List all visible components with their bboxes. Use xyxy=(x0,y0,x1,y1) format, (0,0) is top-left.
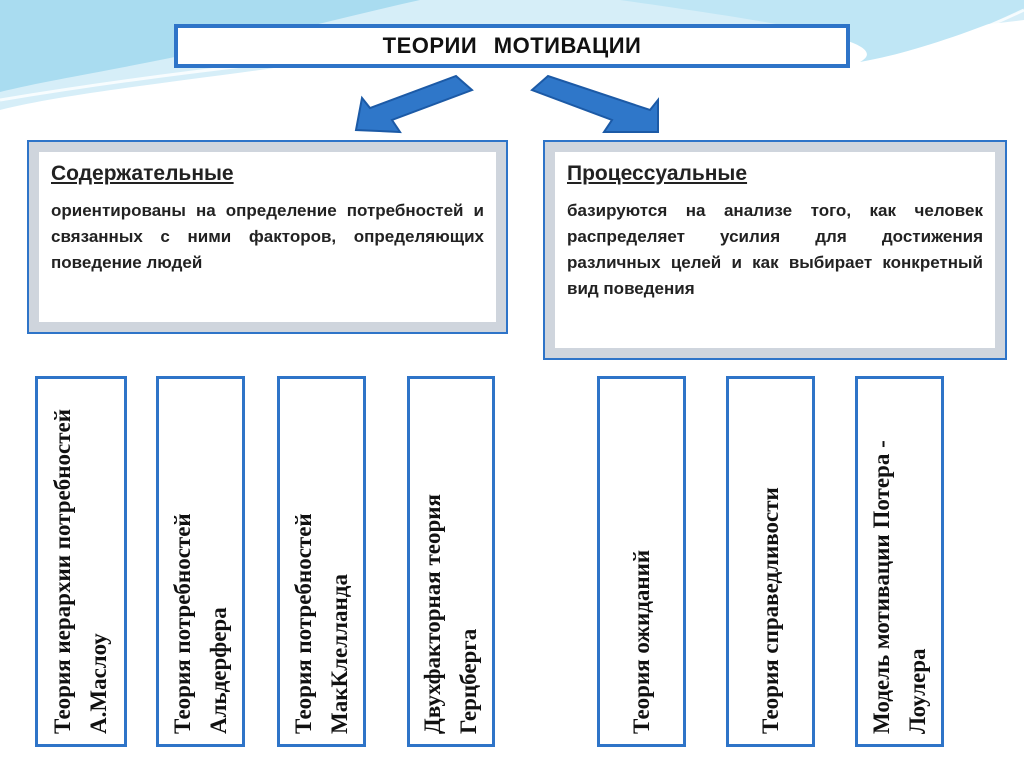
group-description: ориентированы на определение потребносте… xyxy=(51,201,484,272)
group-process-theories: Процессуальные базируются на анализе тог… xyxy=(543,140,1007,360)
theory-box-mcclelland: Теория потребностей МакКлелланда xyxy=(277,376,366,747)
group-description: базируются на анализе того, как человек … xyxy=(567,201,983,298)
group-heading: Содержательные xyxy=(51,162,234,185)
theory-label: Теория иерархии потребностей А.Маслоу xyxy=(50,409,111,734)
theory-box-alderfer: Теория потребностей Альдерфера xyxy=(156,376,245,747)
theory-box-porter-lawler: Модель мотивации Потера - Лоулера xyxy=(855,376,944,747)
group-content-panel: Содержательные ориентированы на определе… xyxy=(39,152,496,322)
theory-label: Теория потребностей МакКлелланда xyxy=(290,513,352,734)
arrow-down-left-icon xyxy=(354,74,474,134)
theory-box-equity: Теория справедливости xyxy=(726,376,815,747)
group-content-theories: Содержательные ориентированы на определе… xyxy=(27,140,508,334)
theory-label: Теория ожиданий xyxy=(628,549,654,734)
theory-box-herzberg: Двухфакторная теория Герцберга xyxy=(407,376,495,747)
theory-label: Теория справедливости xyxy=(757,487,783,734)
arrow-down-right-icon xyxy=(530,74,659,133)
page-title: ТЕОРИИ МОТИВАЦИИ xyxy=(382,33,642,58)
theory-label: Двухфакторная теория Герцберга xyxy=(420,494,481,734)
title-box: ТЕОРИИ МОТИВАЦИИ xyxy=(174,24,850,68)
theory-box-maslow: Теория иерархии потребностей А.Маслоу xyxy=(35,376,127,747)
theory-box-expectancy: Теория ожиданий xyxy=(597,376,686,747)
group-heading: Процессуальные xyxy=(567,162,748,185)
theory-label: Модель мотивации Потера - Лоулера xyxy=(868,440,930,734)
arrows xyxy=(354,74,659,134)
theory-label: Теория потребностей Альдерфера xyxy=(169,513,231,734)
group-process-panel: Процессуальные базируются на анализе тог… xyxy=(555,152,995,348)
